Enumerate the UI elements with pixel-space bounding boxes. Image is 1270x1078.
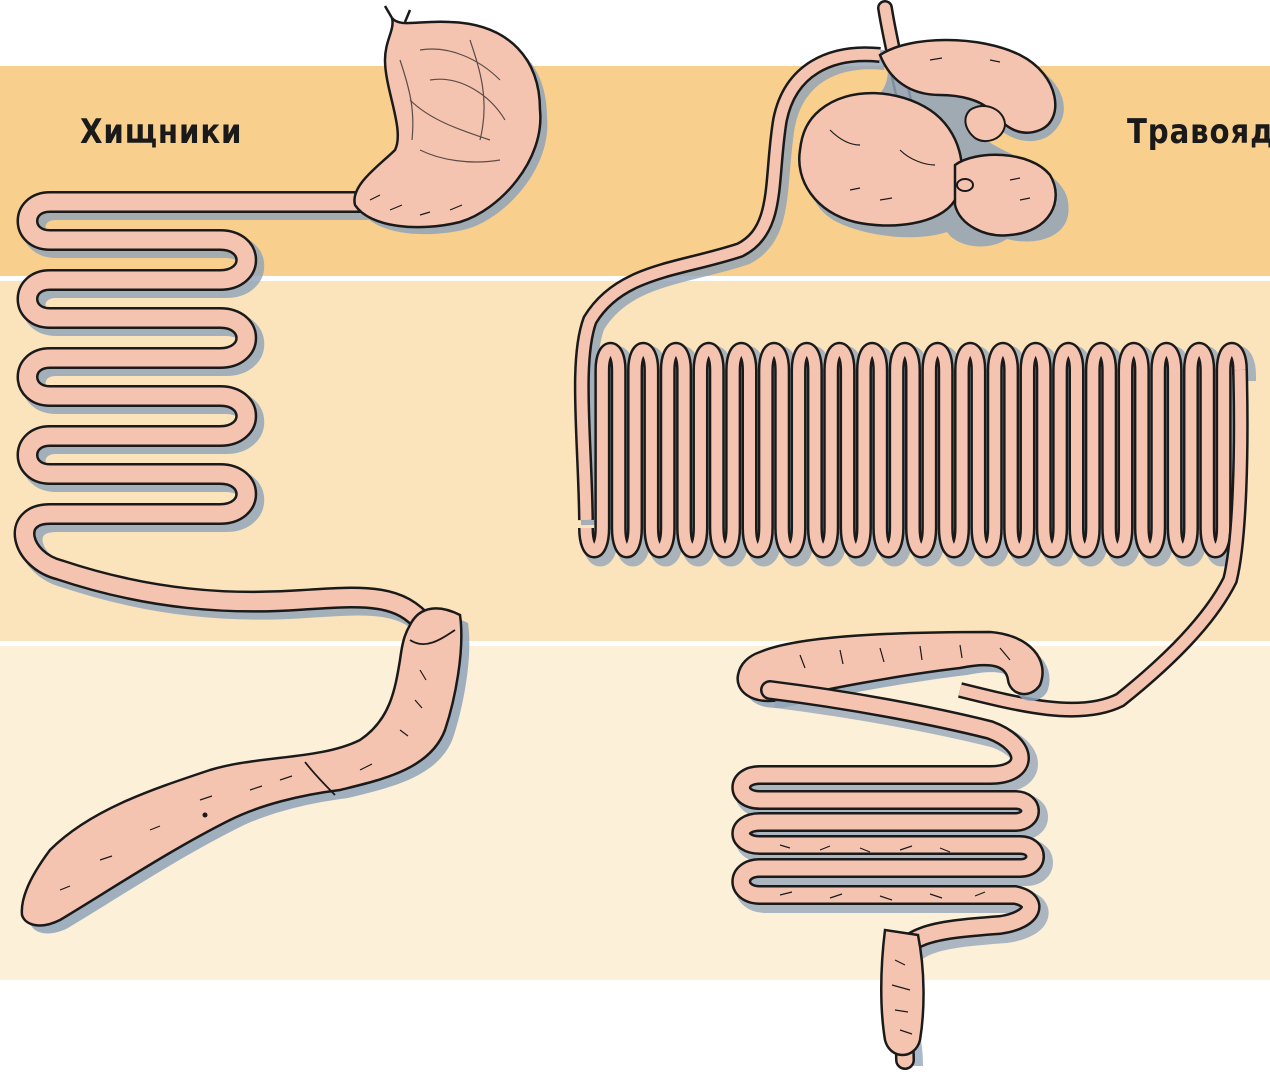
- herbivore-digestive-tract: [582, 8, 1246, 1066]
- carnivores-label: Хищники: [80, 112, 242, 152]
- carnivore-large-intestine: [22, 608, 470, 933]
- herbivores-label: Травоядные: [1127, 112, 1270, 152]
- carnivore-small-intestine: [25, 202, 431, 631]
- herbivore-small-intestine-coils: [586, 350, 1246, 557]
- carnivore-stomach: [354, 6, 547, 234]
- herbivore-colon: [741, 690, 1041, 1066]
